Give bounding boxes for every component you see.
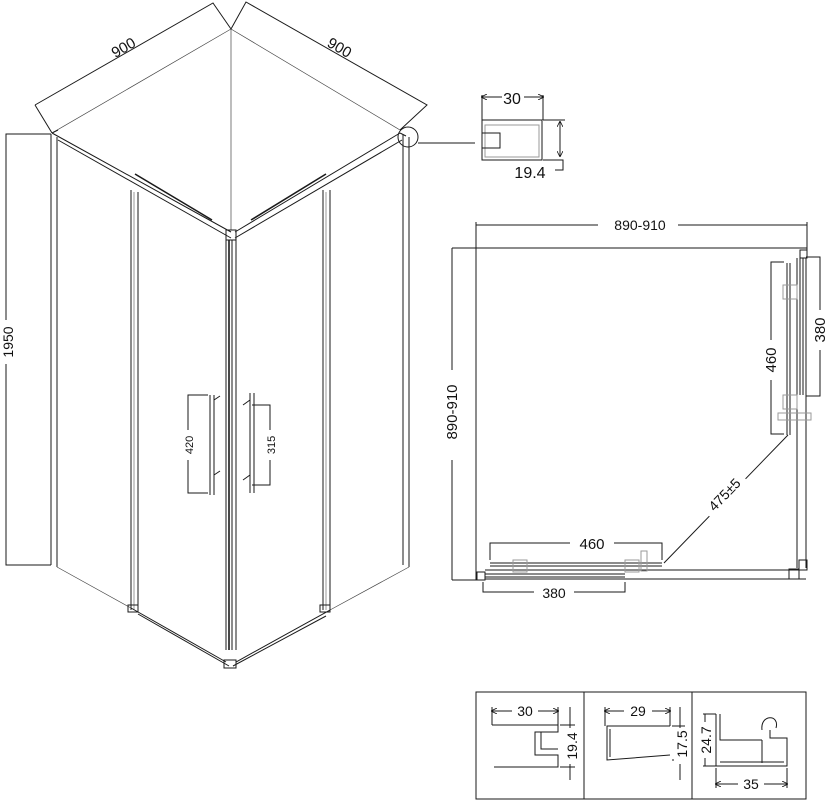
height-label: 1950	[0, 326, 16, 357]
plan-depth-label: 890-910	[444, 384, 461, 439]
profile-3-height-label: 24.7	[698, 726, 714, 753]
width-left-label: 900	[109, 34, 139, 61]
handle-left-label: 420	[184, 436, 196, 454]
fixed-right-width-label: 380	[812, 317, 827, 342]
width-right-label: 900	[324, 34, 354, 61]
plan-width-label: 890-910	[614, 217, 666, 233]
profile-2-height-label: 17.5	[674, 730, 690, 757]
door-bottom-width-label: 460	[579, 536, 604, 553]
profile-table	[475, 691, 807, 800]
profile-cell-1	[492, 707, 575, 780]
plan-view	[451, 222, 821, 593]
profile-1-height-label: 19.4	[564, 732, 580, 759]
profile-1-width-label: 30	[517, 703, 533, 719]
fixed-bottom-width-label: 380	[542, 585, 566, 601]
profile-2-width-label: 29	[630, 703, 646, 719]
handle-right-label: 315	[266, 436, 278, 454]
perspective-view	[5, 1, 475, 669]
profile-top-height-label: 19.4	[514, 165, 545, 182]
door-right-width-label: 460	[763, 347, 780, 372]
profile-top-width-label: 30	[503, 91, 521, 108]
diagonal-opening-label: 475±5	[705, 475, 744, 514]
detail-profile-top	[482, 95, 565, 171]
profile-3-width-label: 35	[743, 776, 759, 792]
